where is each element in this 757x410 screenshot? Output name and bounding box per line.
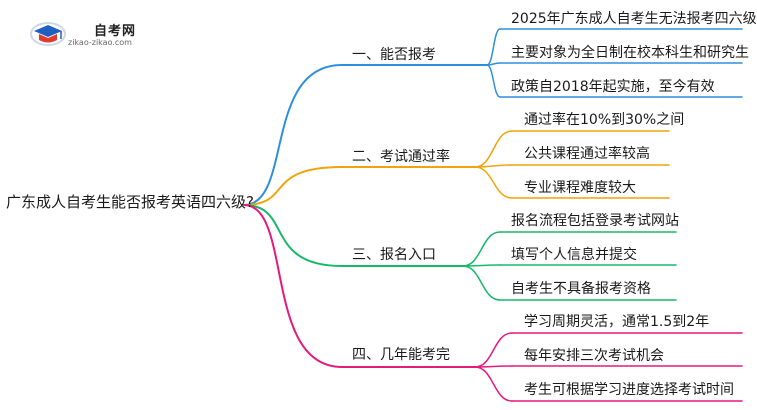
leaf-registration-2: 填写个人信息并提交 bbox=[511, 247, 637, 263]
branch-label-duration: 四、几年能考完 bbox=[352, 347, 450, 363]
branch-label-registration: 三、报名入口 bbox=[352, 247, 436, 263]
branch-connector bbox=[243, 166, 343, 206]
leaf-connector bbox=[462, 265, 501, 301]
graduation-cap-icon bbox=[30, 22, 66, 46]
leaf-connector bbox=[474, 130, 513, 168]
leaf-connector bbox=[474, 332, 513, 368]
leaf-connector bbox=[486, 64, 501, 98]
leaf-pass-rate-2: 公共课程通过率较高 bbox=[524, 146, 650, 162]
leaf-registration-3: 自考生不具备报考资格 bbox=[511, 281, 651, 297]
leaf-eligibility-1: 2025年广东成人自考生无法报考四六级 bbox=[511, 11, 757, 27]
leaf-registration-1: 报名流程包括登录考试网站 bbox=[511, 213, 679, 229]
leaf-connector bbox=[474, 166, 513, 199]
branch-connector bbox=[243, 64, 343, 206]
logo-title: 自考网 bbox=[94, 24, 137, 39]
leaf-connector bbox=[486, 28, 501, 66]
leaf-eligibility-3: 政策自2018年起实施，至今有效 bbox=[511, 79, 715, 95]
leaf-connector bbox=[474, 366, 513, 402]
site-logo[interactable]: 自考网 zikao-zikao.com bbox=[28, 18, 148, 48]
leaf-duration-1: 学习周期灵活，通常1.5到2年 bbox=[524, 314, 710, 330]
leaf-duration-2: 每年安排三次考试机会 bbox=[524, 348, 664, 364]
leaf-pass-rate-1: 通过率在10%到30%之间 bbox=[524, 112, 685, 128]
leaf-duration-3: 考生可根据学习进度选择考试时间 bbox=[524, 382, 734, 398]
leaf-connector bbox=[462, 231, 501, 267]
branch-connector bbox=[243, 204, 343, 267]
logo-url: zikao-zikao.com bbox=[68, 38, 132, 47]
branch-label-pass-rate: 二、考试通过率 bbox=[352, 149, 450, 165]
branch-label-eligibility: 一、能否报考 bbox=[352, 47, 436, 63]
branch-connector bbox=[243, 204, 343, 368]
leaf-eligibility-2: 主要对象为全日制在校本科生和研究生 bbox=[511, 45, 749, 61]
root-topic: 广东成人自考生能否报考英语四六级? bbox=[6, 193, 254, 211]
leaf-pass-rate-3: 专业课程难度较大 bbox=[524, 180, 636, 196]
